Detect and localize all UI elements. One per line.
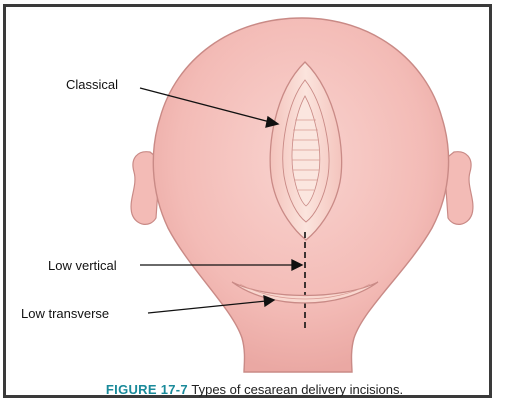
- figure-caption: FIGURE 17-7 Types of cesarean delivery i…: [0, 382, 509, 397]
- label-low-vertical: Low vertical: [48, 258, 117, 273]
- figure-number: FIGURE 17-7: [106, 382, 188, 397]
- label-classical: Classical: [66, 77, 118, 92]
- label-low-transverse: Low transverse: [21, 306, 109, 321]
- caption-text: Types of cesarean delivery incisions.: [191, 382, 403, 397]
